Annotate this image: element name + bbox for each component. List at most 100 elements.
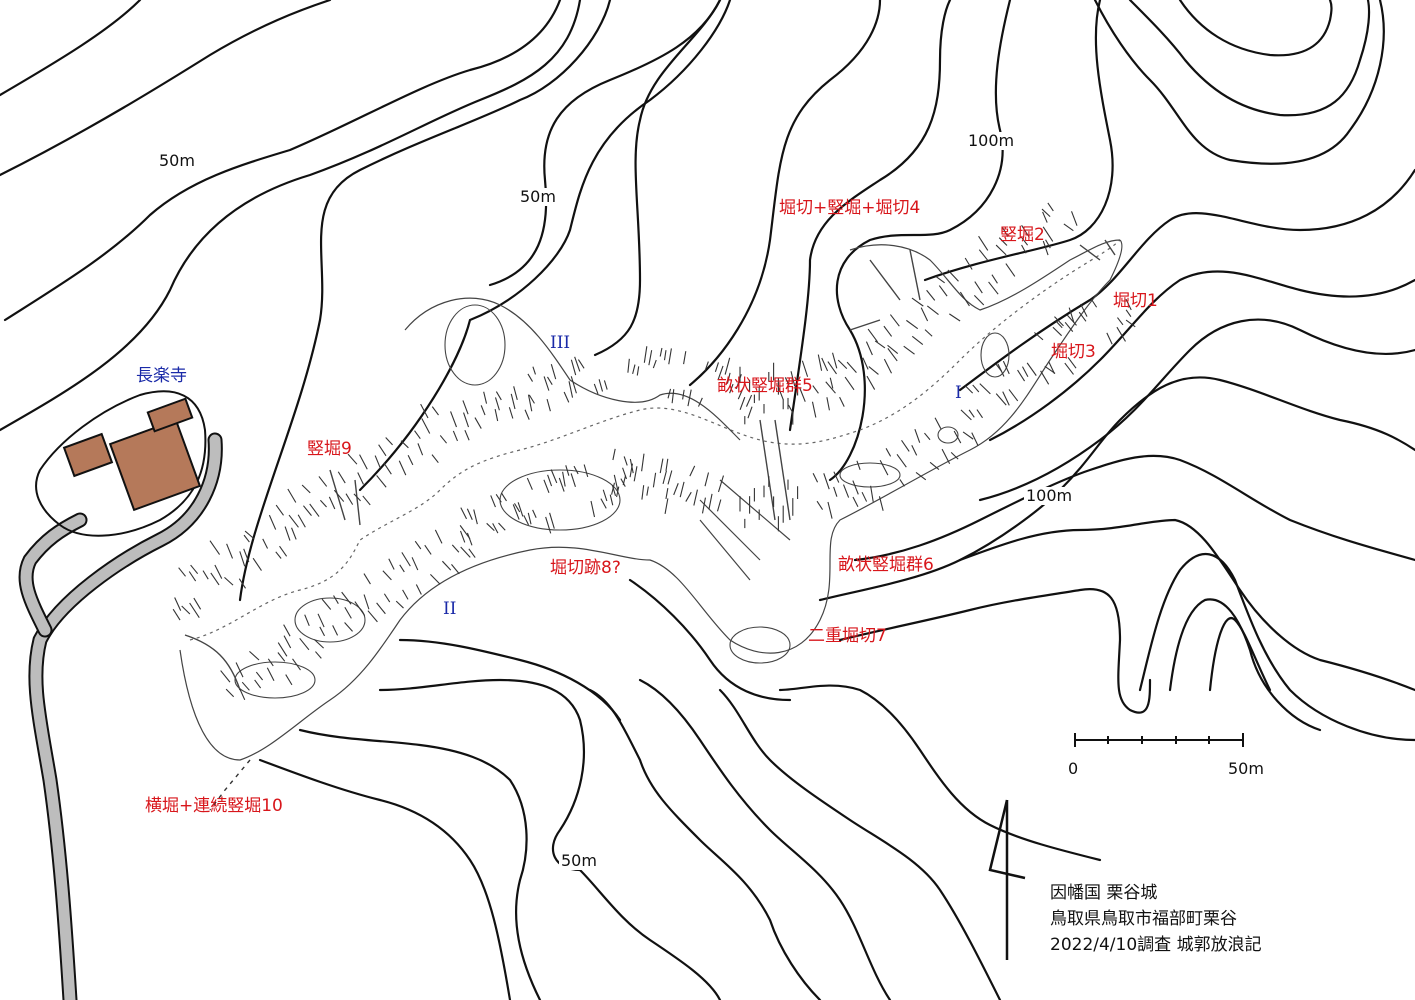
slope-hachure <box>480 405 486 416</box>
slope-hachure <box>602 489 608 502</box>
slope-hachure <box>500 492 507 502</box>
slope-hachure <box>238 578 246 589</box>
slope-hachure <box>302 505 312 516</box>
slope-hachure <box>319 626 326 637</box>
feature-label-9: 竪堀9 <box>307 439 352 459</box>
slope-hachure <box>724 357 731 375</box>
slope-hachure <box>1125 298 1132 311</box>
slope-hachure <box>950 451 959 460</box>
slope-hachure <box>667 388 672 399</box>
slope-hachure <box>609 494 614 506</box>
slope-hachure <box>812 385 819 394</box>
slope-hachure <box>883 358 893 374</box>
slope-hachure <box>1064 321 1074 332</box>
slope-hachure <box>598 379 604 392</box>
slope-hachure <box>1002 227 1009 237</box>
slope-hachure <box>347 453 358 465</box>
slope-hachure <box>498 522 506 531</box>
slope-hachure <box>546 398 551 412</box>
slope-hachure <box>1068 307 1075 323</box>
slope-hachure <box>424 544 432 555</box>
slope-hachure <box>439 435 448 444</box>
survey-credit: 2022/4/10調査 城郭放浪記 <box>1050 935 1262 955</box>
slope-hachure <box>1063 223 1074 232</box>
slope-hachure <box>664 498 669 514</box>
slope-hachure <box>1078 311 1087 322</box>
slope-hachure <box>1040 370 1050 385</box>
slope-hachure <box>570 473 576 487</box>
slope-hachure <box>747 406 753 419</box>
slope-hachure <box>460 507 468 520</box>
slope-hachure <box>450 411 458 428</box>
slope-hachure <box>288 514 299 528</box>
slope-hachure <box>971 432 979 447</box>
slope-hachure <box>431 406 439 416</box>
slope-hachure <box>906 319 919 330</box>
slope-hachure <box>1021 244 1027 254</box>
slope-hachure <box>964 257 973 270</box>
feature-label-5: 畝状竪堀群5 <box>717 376 813 396</box>
slope-hachure <box>357 472 364 485</box>
slope-hachure <box>172 608 181 621</box>
scale-label-min: 0 <box>1068 759 1079 778</box>
slope-hachure <box>190 564 199 575</box>
feature-label-7: 二重堀切7 <box>808 626 887 646</box>
slope-hachure <box>451 564 460 575</box>
slope-hachure <box>383 462 392 475</box>
slope-hachure <box>452 430 458 442</box>
slope-hachure <box>867 328 879 343</box>
slope-hachure <box>816 500 824 510</box>
slope-hachure <box>486 522 495 532</box>
slope-hachure <box>627 358 630 373</box>
slope-hachure <box>523 515 530 526</box>
slope-hachure <box>434 529 443 544</box>
slope-hachure <box>1106 332 1113 345</box>
slope-hachure <box>483 391 488 404</box>
slope-hachure <box>527 512 532 525</box>
slope-hachure <box>697 397 703 407</box>
slope-hachure <box>1071 211 1078 226</box>
slope-hachure <box>829 377 834 389</box>
slope-hachure <box>315 651 322 659</box>
castle-name: 因幡国 栗谷城 <box>1050 883 1158 903</box>
contour-label: 100m <box>1024 486 1075 505</box>
slope-hachure <box>407 455 414 466</box>
slope-hachure <box>283 635 292 649</box>
slope-hachure <box>577 359 585 369</box>
slope-hachure <box>214 564 223 579</box>
slope-hachure <box>543 479 550 493</box>
slope-hachure <box>652 472 657 488</box>
slope-hachure <box>973 294 985 306</box>
slope-hachure <box>189 602 200 619</box>
slope-hachure <box>659 347 663 357</box>
slope-hachure <box>839 396 845 407</box>
slope-hachure <box>517 502 524 517</box>
slope-hachure <box>399 564 405 573</box>
slope-hachure <box>817 354 823 371</box>
slope-hachure <box>268 514 277 530</box>
slope-hachure <box>353 493 361 502</box>
slope-hachure <box>844 376 855 391</box>
slope-hachure <box>842 484 850 498</box>
slope-hachure <box>546 376 553 385</box>
slope-hachure <box>1002 360 1010 375</box>
slope-hachure <box>239 551 246 567</box>
slope-hachure <box>431 454 439 464</box>
slope-hachure <box>972 384 980 393</box>
slope-hachure <box>244 530 255 540</box>
slope-hachure <box>679 481 685 498</box>
slope-hachure <box>911 297 924 307</box>
slope-hachure <box>301 484 311 494</box>
feature-label-2: 竪堀2 <box>1000 225 1045 245</box>
slope-hachure <box>665 488 669 500</box>
slope-hachure <box>374 455 381 469</box>
slope-hachure <box>979 383 991 395</box>
slope-hachure <box>494 397 500 411</box>
slope-hachure <box>590 500 596 518</box>
slope-hachure <box>550 364 557 380</box>
slope-hachure <box>593 383 599 395</box>
slope-hachure <box>210 572 220 586</box>
slope-hachure <box>879 459 889 476</box>
